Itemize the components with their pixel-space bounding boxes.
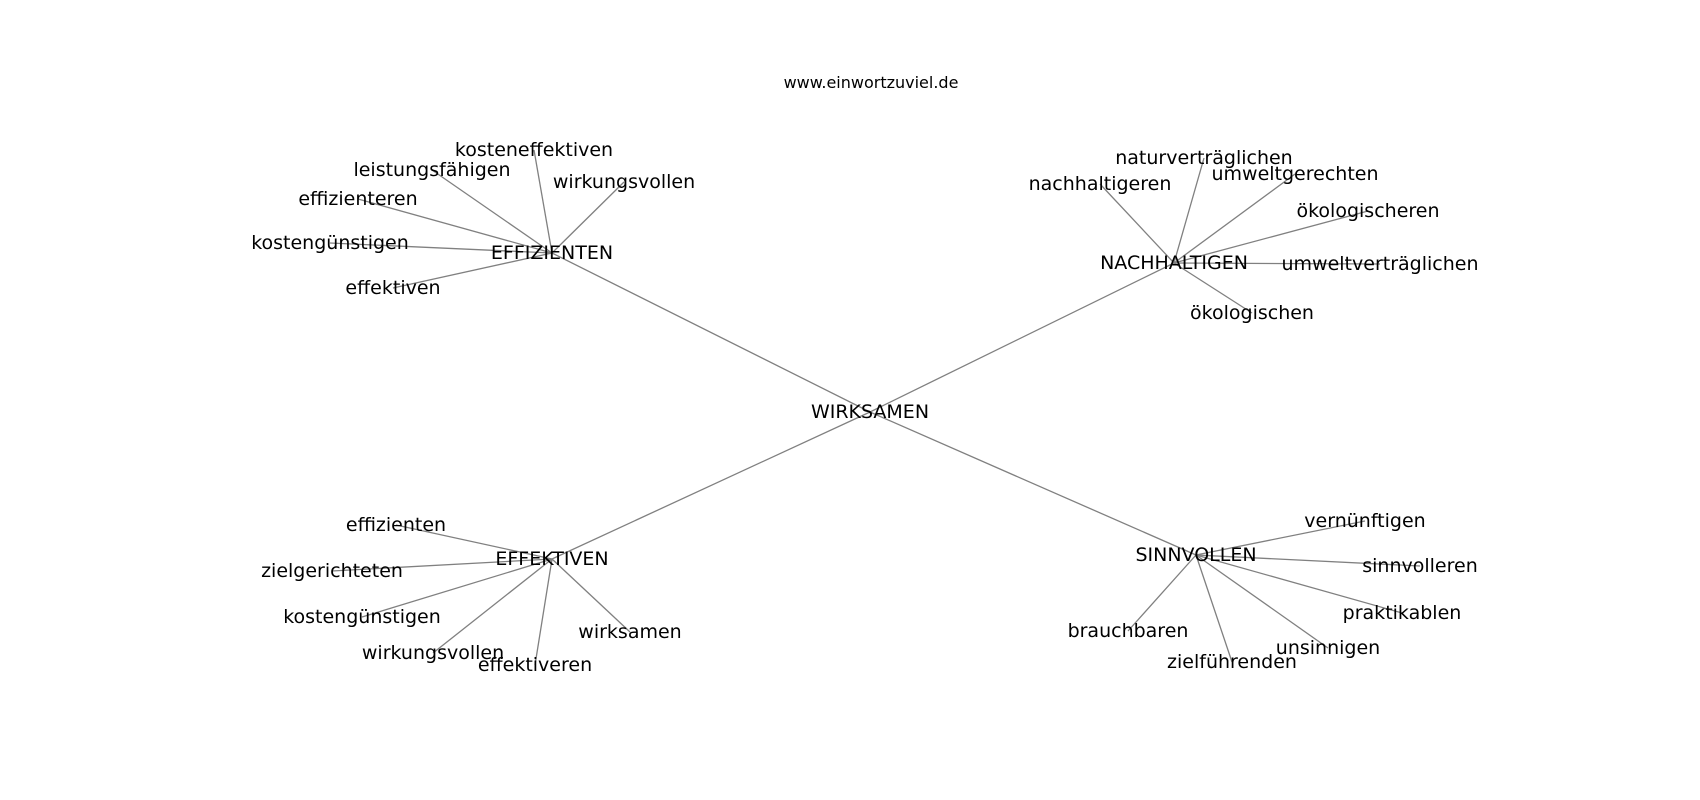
leaf-node-label: wirkungsvollen [553,171,695,193]
leaf-node-label: kostengünstigen [251,232,409,254]
edge-hub-leaf [1195,554,1403,614]
edge-root-hub [551,411,871,560]
edge-hub-leaf [1173,173,1296,264]
leaf-node-label: wirkungsvollen [362,642,504,664]
site-caption: www.einwortzuviel.de [784,73,959,92]
edge-hub-leaf [551,558,631,633]
hub-node-label: SINNVOLLEN [1135,544,1256,566]
root-node-label: WIRKSAMEN [811,401,929,423]
leaf-node-label: sinnvolleren [1362,555,1478,577]
edge-root-hub [869,411,1197,556]
edge-hub-leaf [1195,554,1233,663]
edge-hub-leaf [361,558,553,618]
graph-edges [329,149,1421,666]
leaf-node-label: effizienteren [298,188,417,210]
leaf-node-label: kostengünstigen [283,606,441,628]
leaf-node-label: effektiven [345,277,440,299]
edge-hub-leaf [1195,554,1421,567]
leaf-node-label: umweltverträglichen [1282,253,1479,275]
edge-hub-leaf [395,524,553,560]
hub-node-label: EFFEKTIVEN [495,548,608,570]
hub-node-label: EFFIZIENTEN [491,242,613,264]
leaf-node-label: nachhaltigeren [1029,173,1172,195]
leaf-node-label: praktikablen [1343,602,1462,624]
leaf-node-label: wirksamen [578,621,681,643]
leaf-node-label: zielgerichteten [261,560,403,582]
edge-hub-leaf [357,198,553,254]
leaf-node-label: vernünftigen [1304,510,1425,532]
leaf-node-label: effizienten [346,514,446,536]
edge-hub-leaf [1195,554,1329,649]
edge-hub-leaf [329,242,553,254]
leaf-node-label: unsinnigen [1276,637,1380,659]
edge-hub-leaf [431,169,553,254]
graph-labels: WIRKSAMEN EFFIZIENTEN kosteneffektivenleis… [251,139,1478,676]
edge-hub-leaf [1127,554,1197,632]
edge-root-hub [551,252,871,413]
edge-hub-leaf [1195,520,1366,556]
leaf-node-label: umweltgerechten [1211,163,1378,185]
edge-hub-leaf [534,558,553,666]
edge-hub-leaf [533,149,553,254]
leaf-node-label: leistungsfähigen [353,159,510,181]
edge-hub-leaf [551,181,625,254]
leaf-node-label: naturverträglichen [1115,147,1292,169]
hub-node-label: NACHHALTIGEN [1100,252,1248,274]
leaf-node-label: kosteneffektiven [455,139,613,161]
leaf-node-label: brauchbaren [1068,620,1189,642]
edge-hub-leaf [392,252,553,289]
edge-hub-leaf [1099,183,1175,264]
edge-hub-leaf [432,558,553,654]
edge-hub-leaf [1173,262,1253,314]
edge-hub-leaf [1173,262,1381,265]
edge-hub-leaf [1173,210,1369,264]
edge-root-hub [869,262,1175,413]
leaf-node-label: ökologischen [1190,302,1314,324]
leaf-node-label: ökologischeren [1296,200,1439,222]
edge-hub-leaf [331,558,553,572]
edge-hub-leaf [1173,157,1205,264]
leaf-node-label: zielführenden [1167,651,1297,673]
leaf-node-label: effektiveren [478,654,592,676]
